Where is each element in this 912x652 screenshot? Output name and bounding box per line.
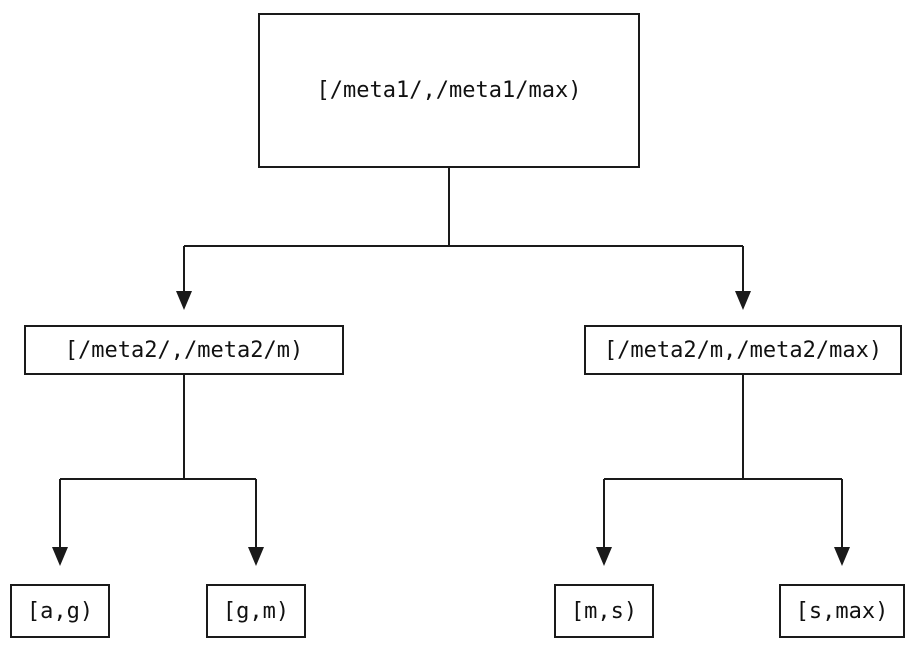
arrowhead-down-icon (248, 547, 264, 566)
tree-node-meta2-left-label: [/meta2/,/meta2/m) (64, 337, 304, 363)
tree-node-leaf-ms-label: [m,s) (570, 598, 638, 624)
tree-node-leaf-ag: [a,g) (10, 584, 110, 638)
tree-node-root-label: [/meta1/,/meta1/max) (316, 78, 582, 103)
tree-node-leaf-ms: [m,s) (554, 584, 654, 638)
tree-node-meta2-right: [/meta2/m,/meta2/max) (584, 325, 902, 375)
tree-node-meta2-left: [/meta2/,/meta2/m) (24, 325, 344, 375)
arrowhead-down-icon (834, 547, 850, 566)
connector-mid-left-to-children (52, 375, 264, 566)
arrowhead-down-icon (176, 291, 192, 310)
tree-node-leaf-gm: [g,m) (206, 584, 306, 638)
connector-root-to-children (176, 168, 751, 310)
arrowhead-down-icon (596, 547, 612, 566)
tree-node-leaf-ag-label: [a,g) (26, 598, 94, 624)
arrowhead-down-icon (52, 547, 68, 566)
tree-node-meta2-right-label: [/meta2/m,/meta2/max) (603, 337, 883, 363)
tree-node-leaf-gm-label: [g,m) (222, 598, 290, 624)
tree-node-leaf-smax: [s,max) (779, 584, 905, 638)
tree-node-leaf-smax-label: [s,max) (795, 598, 889, 624)
tree-node-root: [/meta1/,/meta1/max) (258, 13, 640, 168)
connector-mid-right-to-children (596, 375, 850, 566)
arrowhead-down-icon (735, 291, 751, 310)
